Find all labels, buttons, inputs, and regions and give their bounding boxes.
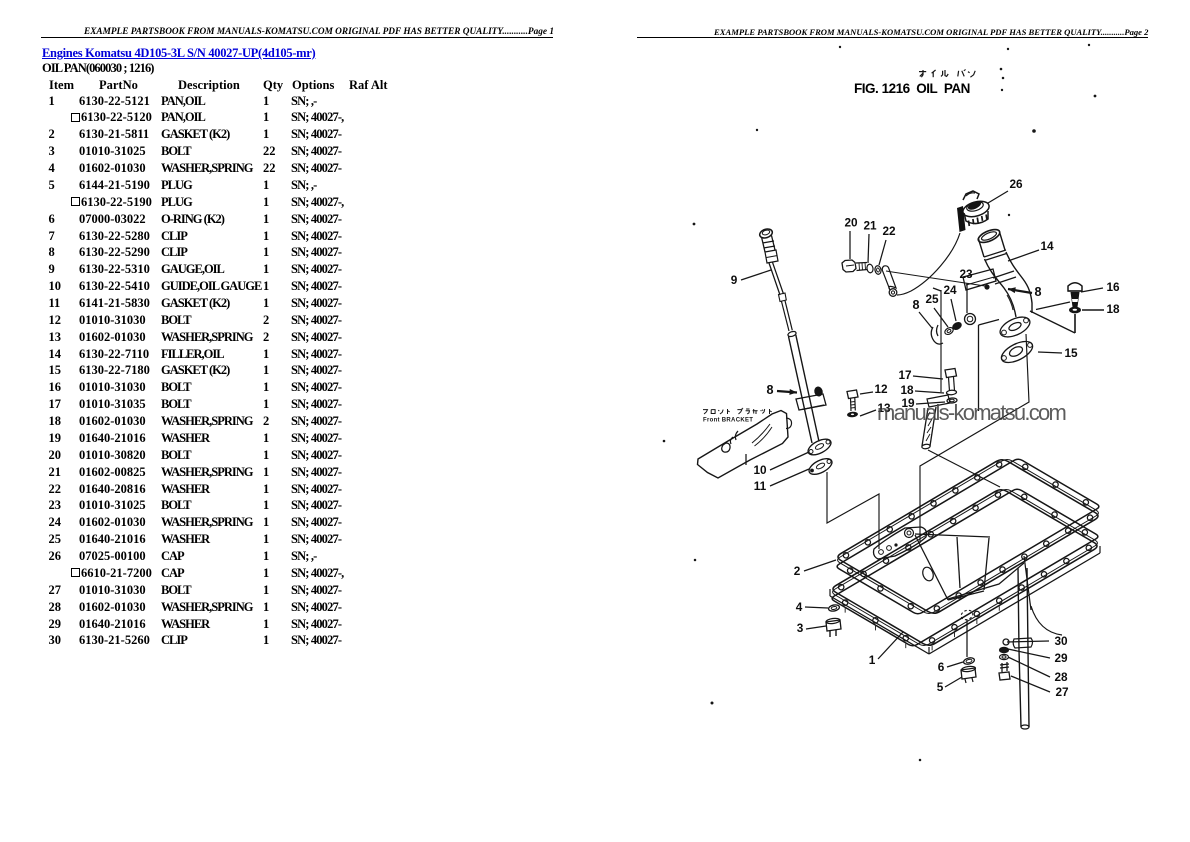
svg-text:23: 23 <box>959 267 973 281</box>
svg-text:18: 18 <box>1106 302 1120 316</box>
svg-text:27: 27 <box>1055 685 1069 699</box>
svg-text:24: 24 <box>943 283 957 297</box>
svg-text:8: 8 <box>912 298 919 312</box>
svg-text:15: 15 <box>1064 346 1078 360</box>
svg-text:26: 26 <box>1009 177 1023 191</box>
svg-text:10: 10 <box>753 463 767 477</box>
svg-text:19: 19 <box>901 396 915 410</box>
svg-text:4: 4 <box>796 600 803 614</box>
svg-text:8: 8 <box>1034 285 1041 299</box>
svg-text:18: 18 <box>900 383 914 397</box>
svg-text:Front BRACKET: Front BRACKET <box>703 418 753 424</box>
svg-text:28: 28 <box>1054 670 1068 684</box>
svg-text:2: 2 <box>794 564 801 578</box>
svg-text:17: 17 <box>898 368 912 382</box>
svg-text:21: 21 <box>863 219 877 233</box>
svg-text:9: 9 <box>731 273 738 287</box>
svg-text:1: 1 <box>869 653 876 667</box>
svg-text:25: 25 <box>925 292 939 306</box>
svg-text:29: 29 <box>1054 651 1068 665</box>
svg-text:12: 12 <box>874 382 888 396</box>
svg-text:20: 20 <box>844 216 858 230</box>
svg-text:3: 3 <box>797 621 804 635</box>
svg-text:8: 8 <box>766 383 773 397</box>
svg-text:13: 13 <box>877 401 891 415</box>
svg-text:14: 14 <box>1040 239 1054 253</box>
svg-text:5: 5 <box>937 680 944 694</box>
svg-text:11: 11 <box>754 479 767 493</box>
svg-text:16: 16 <box>1106 280 1120 294</box>
svg-text:30: 30 <box>1054 634 1068 648</box>
svg-text:22: 22 <box>882 224 896 238</box>
svg-text:6: 6 <box>938 660 945 674</box>
